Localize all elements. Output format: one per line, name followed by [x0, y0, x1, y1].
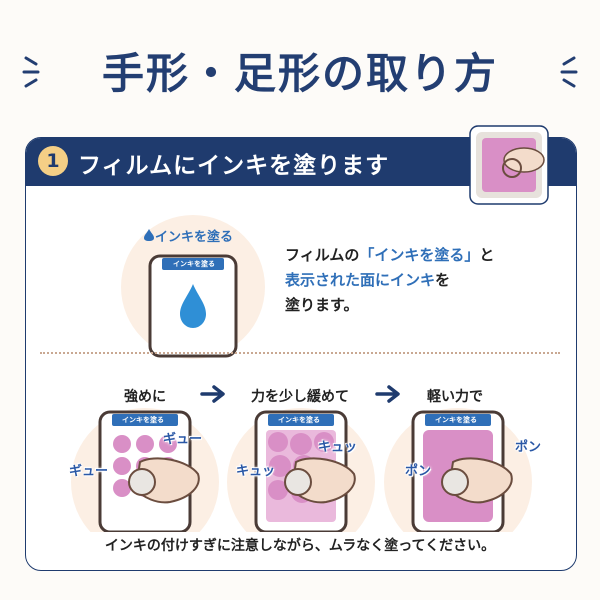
desc-text: フィルムの: [285, 246, 360, 264]
hand-icon: [503, 147, 545, 173]
arrow-right-icon: [375, 385, 400, 403]
step-illustration-3: [384, 408, 532, 532]
sound-effect-text: ギュー: [69, 464, 109, 479]
sound-effect-text: キュッ: [318, 440, 358, 455]
tab-label: インキを塗る: [173, 260, 215, 268]
footer-note: インキの付けすぎに注意しながら、ムラなく塗ってください。: [104, 538, 496, 554]
desc-highlight: 「インキを塗る」: [359, 246, 480, 264]
film-pad-thumbnail: [469, 125, 549, 205]
hand-icon: [284, 457, 356, 504]
ink-label: インキを塗る: [155, 230, 234, 245]
desc-highlight: インキ: [390, 271, 436, 289]
sound-effect-text: ギュー: [163, 432, 203, 447]
arrow-right-icon: [200, 385, 225, 403]
ink-drop-icon: [180, 284, 206, 328]
tab-label: インキを塗る: [435, 416, 477, 424]
desc-text: と: [479, 246, 495, 264]
step-illustration-2: [227, 408, 375, 532]
sound-effect-text: キュッ: [236, 464, 276, 479]
small-ink-drop-icon: [144, 229, 154, 241]
page-title: 手形・足形の取り方: [101, 49, 498, 98]
ink-film-illustration: [121, 215, 265, 359]
step-caption-1: 強めに: [124, 389, 166, 405]
desc-highlight: 表示された面に: [285, 271, 391, 289]
step-caption-2: 力を少し緩めて: [251, 389, 349, 405]
sparkle-left-icon: [22, 56, 40, 88]
sound-effect-text: ポン: [405, 464, 432, 479]
sparkle-right-icon: [560, 56, 578, 88]
hand-icon: [441, 457, 513, 504]
dotted-divider: [40, 352, 560, 354]
hand-icon: [128, 457, 200, 504]
desc-text: 塗ります。: [285, 296, 359, 314]
step-illustration-1: [71, 408, 219, 532]
tab-label: インキを塗る: [278, 416, 320, 424]
step-number-badge: 1: [38, 146, 68, 176]
tab-label: インキを塗る: [122, 416, 164, 424]
step-caption-3: 軽い力で: [427, 389, 483, 405]
step-description: フィルムの「インキを塗る」と 表示された面にインキを 塗ります。: [285, 243, 545, 318]
desc-text: を: [435, 271, 451, 289]
step-title: フィルムにインキを塗ります: [78, 153, 390, 179]
sound-effect-text: ポン: [515, 440, 542, 455]
